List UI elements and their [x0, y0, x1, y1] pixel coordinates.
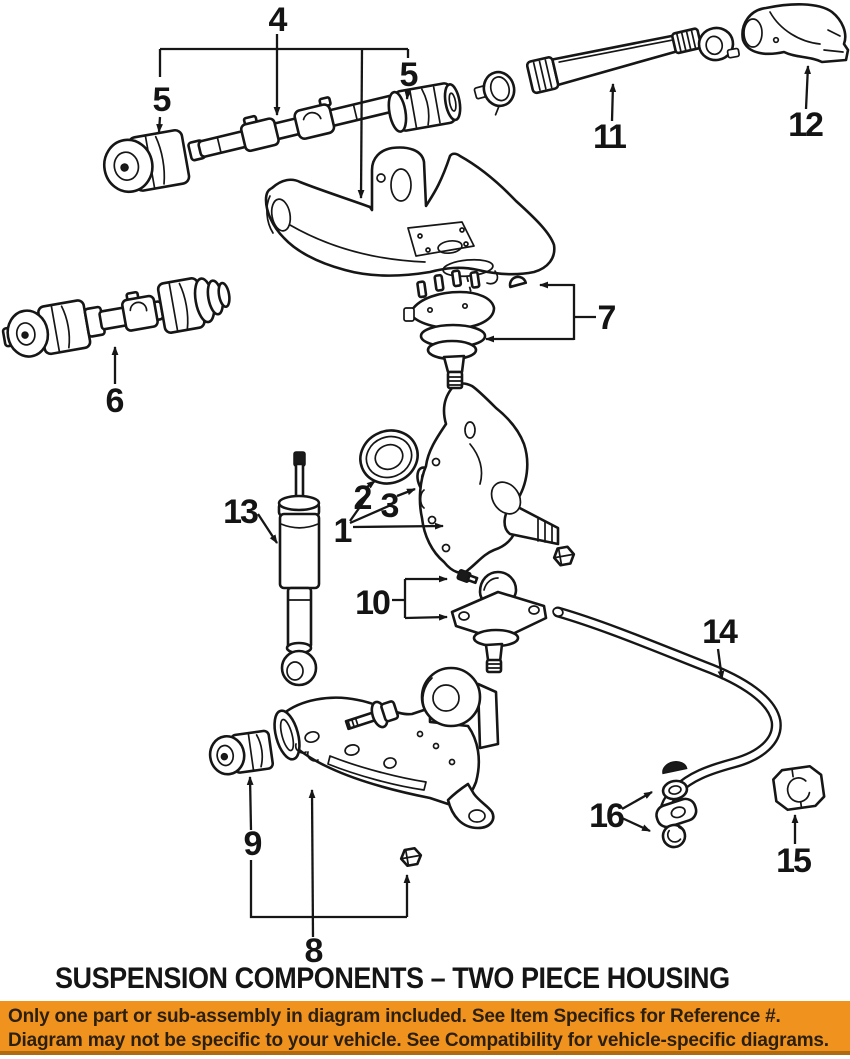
- callout-11: 11: [593, 118, 626, 156]
- callout-5-right: 5: [400, 56, 418, 94]
- shock-absorber-illustration: [277, 451, 321, 687]
- callout-labels: 1 2 3 4 5 5 6 7 8 9 10 11 12 13 14 15 16: [106, 1, 825, 970]
- callout-7: 7: [598, 299, 616, 337]
- callout-3: 3: [381, 487, 399, 525]
- callout-6: 6: [106, 382, 124, 420]
- lower-shaft-illustration: [1, 277, 231, 358]
- disclaimer-footer: Only one part or sub-assembly in diagram…: [0, 1001, 850, 1055]
- stabilizer-link-parts-illustration: [661, 761, 689, 849]
- callout-5-left: 5: [153, 81, 171, 119]
- callout-8: 8: [305, 932, 323, 970]
- stabilizer-bushing-illustration: [771, 764, 826, 812]
- callout-12: 12: [788, 106, 823, 144]
- callout-16: 16: [589, 797, 624, 835]
- lower-ball-joint-illustration: [450, 569, 548, 674]
- callout-10: 10: [355, 584, 390, 622]
- upper-ball-joint-illustration: [403, 269, 528, 390]
- housing-illustration: [741, 3, 850, 64]
- diagram-title: SUSPENSION COMPONENTS – TWO PIECE HOUSIN…: [55, 962, 730, 995]
- disclaimer-line-2: Diagram may not be specific to your vehi…: [8, 1030, 829, 1051]
- arm-nut-illustration: [399, 846, 423, 868]
- callout-leader-lines: [111, 34, 812, 938]
- seal-ring-illustration: [359, 429, 419, 485]
- spindle-nut-illustration: [552, 545, 576, 567]
- upper-control-arm-illustration: [264, 146, 556, 297]
- lower-arm-bushing-illustration: [208, 729, 275, 776]
- callout-2: 2: [354, 479, 372, 517]
- callout-15: 15: [776, 842, 811, 880]
- callout-1: 1: [334, 512, 352, 550]
- steering-knuckle-illustration: [418, 382, 560, 575]
- callout-4: 4: [269, 1, 288, 39]
- lower-control-arm-illustration: [273, 666, 500, 830]
- callout-13: 13: [223, 493, 258, 531]
- disclaimer-line-1: Only one part or sub-assembly in diagram…: [8, 1006, 781, 1027]
- callout-9: 9: [244, 825, 262, 863]
- callout-14: 14: [702, 613, 738, 651]
- torsion-bar-illustration: [473, 26, 740, 116]
